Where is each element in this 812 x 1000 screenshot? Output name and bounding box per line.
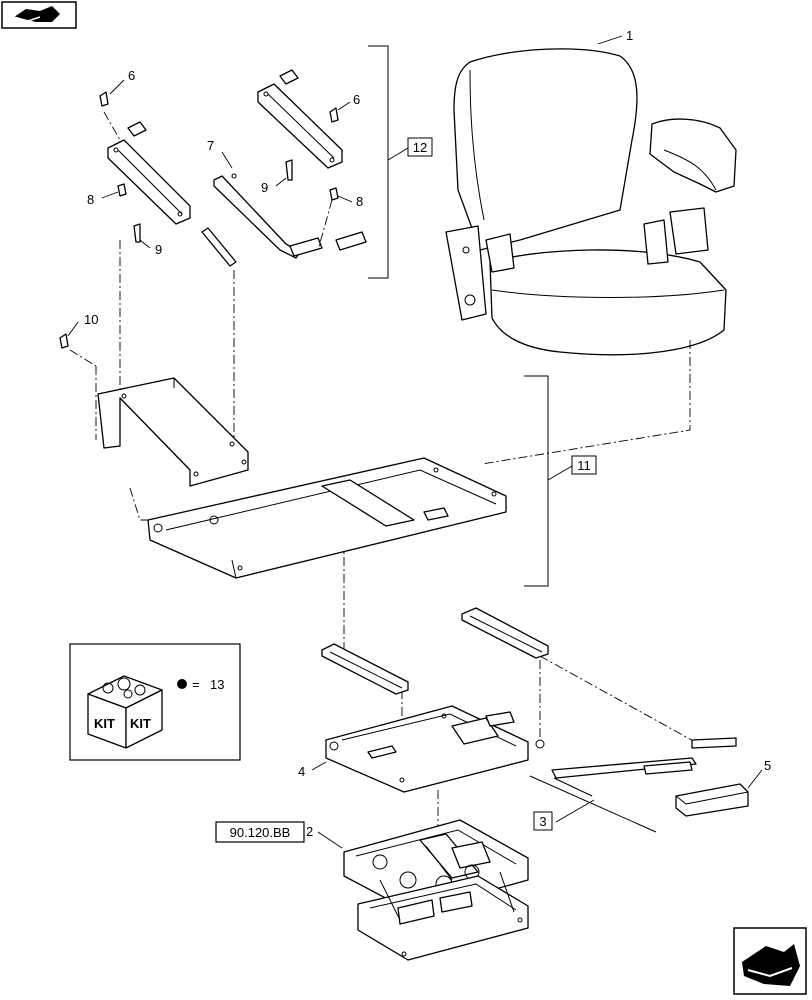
mounting-bracket [97,377,249,487]
callout-8b: 8 [356,194,363,209]
suspension-mechanism: 2 [306,819,529,961]
kit-equals: = [192,677,200,692]
seat-part: 1 [445,28,737,356]
reference-label: 90.120.BB [230,825,291,840]
callout-4: 4 [298,764,305,779]
callout-2: 2 [306,824,313,839]
kit-box: KIT KIT = 13 [69,643,241,761]
release-handle [201,175,367,267]
callout-6b: 6 [353,92,360,107]
callout-9a: 9 [261,180,268,195]
callouts-upper: 6 6 7 8 8 9 9 10 [59,68,363,349]
cover-part: 5 [675,758,771,817]
kit-label-right: KIT [130,716,151,731]
callout-1: 1 [626,28,633,43]
callout-9b: 9 [155,242,162,257]
kit-number: 13 [210,677,224,692]
adjust-rod: 3 [529,737,737,833]
group-bracket-12: 12 [368,45,433,279]
book-arrow-icon[interactable] [1,1,77,29]
callout-6a: 6 [128,68,135,83]
slide-rail-left [107,121,191,225]
callout-12: 12 [413,140,427,155]
callout-8a: 8 [87,192,94,207]
fasteners-upper [99,91,339,243]
reference-box[interactable]: 90.120.BB [215,821,305,843]
callout-7: 7 [207,138,214,153]
callout-5: 5 [764,758,771,773]
kit-label-left: KIT [94,716,115,731]
kit-bullet-icon [177,679,187,689]
callout-3: 3 [539,814,546,829]
next-page-arrow-icon[interactable] [733,927,807,995]
slide-rail-right [257,69,343,169]
suspension-plate: 4 [298,705,545,793]
lower-slide-rails [321,607,549,695]
callout-10: 10 [84,312,98,327]
seat-frame [147,457,507,579]
group-bracket-11: 11 [524,375,597,587]
callout-11: 11 [577,458,591,473]
